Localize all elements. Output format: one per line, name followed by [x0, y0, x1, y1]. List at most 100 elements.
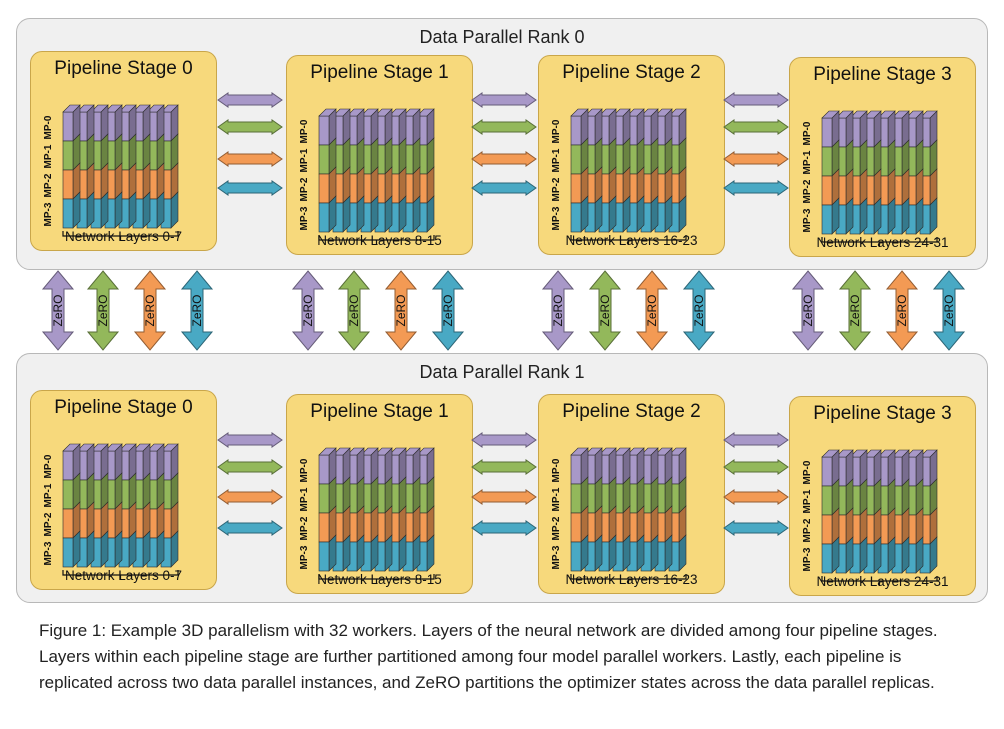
- zero-label: ZeRO: [301, 294, 315, 326]
- zero-label: ZeRO: [895, 294, 909, 326]
- network-layer: [640, 108, 659, 233]
- network-layer: [891, 110, 910, 235]
- network-layer: [374, 447, 393, 572]
- mp-label: MP-1: [551, 487, 562, 511]
- network-layer: [132, 104, 151, 229]
- layer-stack: MP-0MP-1MP-2MP-3: [299, 447, 435, 584]
- mp-label: MP-0: [43, 454, 54, 478]
- network-layer: [598, 447, 617, 572]
- network-layer: [626, 108, 645, 233]
- mp-label: MP-2: [551, 177, 562, 201]
- mp-label: MP-3: [299, 206, 310, 230]
- stage-title: Pipeline Stage 1: [310, 62, 449, 83]
- zero-label: ZeRO: [848, 294, 862, 326]
- network-layer: [905, 110, 924, 235]
- layer-stack: MP-0MP-1MP-2MP-3: [43, 104, 179, 241]
- network-layer: [132, 443, 151, 568]
- network-layer: [402, 108, 421, 233]
- mp-label: MP-3: [299, 545, 310, 569]
- pipeline-stage-1: Pipeline Stage 1 Network Layers 8-15 MP-…: [286, 394, 473, 594]
- network-layer: [76, 104, 95, 229]
- mp-label: MP-3: [43, 202, 54, 226]
- zero-label: ZeRO: [96, 294, 110, 326]
- mp-label: MP-2: [43, 512, 54, 536]
- rank-title: Data Parallel Rank 0: [419, 27, 585, 47]
- mp-label: MP-0: [802, 121, 813, 145]
- zero-arrow: ZeRO: [541, 270, 575, 351]
- network-layer: [104, 104, 123, 229]
- mp-label: MP-0: [43, 115, 54, 139]
- zero-arrow: ZeRO: [337, 270, 371, 351]
- data-parallel-rank-0: Data Parallel Rank 0 Pipeline Stage 0 Ne…: [16, 18, 988, 270]
- layer-bracket: [62, 570, 179, 580]
- network-layer: [346, 108, 365, 233]
- network-layer: [104, 443, 123, 568]
- network-layer: [388, 447, 407, 572]
- network-layer: [835, 449, 854, 574]
- network-layer: [118, 104, 137, 229]
- zero-label: ZeRO: [394, 294, 408, 326]
- zero-arrow: ZeRO: [133, 270, 167, 351]
- network-layer: [584, 108, 603, 233]
- pipeline-stage-2: Pipeline Stage 2 Network Layers 16-23 MP…: [538, 394, 725, 594]
- stage-title: Pipeline Stage 0: [54, 58, 193, 79]
- zero-label: ZeRO: [942, 294, 956, 326]
- pipeline-stage-3: Pipeline Stage 3 Network Layers 24-31 MP…: [789, 396, 976, 596]
- network-layer: [388, 108, 407, 233]
- mp-label: MP-1: [802, 489, 813, 513]
- layer-stack: MP-0MP-1MP-2MP-3: [802, 110, 938, 247]
- layer-bracket: [570, 235, 687, 245]
- zero-arrow: ZeRO: [431, 270, 465, 351]
- pipeline-stage-0: Pipeline Stage 0 Network Layers 0-7 MP-0…: [30, 51, 217, 251]
- network-layer: [360, 108, 379, 233]
- zero-label: ZeRO: [801, 294, 815, 326]
- mp-label: MP-0: [802, 460, 813, 484]
- zero-label: ZeRO: [190, 294, 204, 326]
- layer-stack: MP-0MP-1MP-2MP-3: [299, 108, 435, 245]
- network-layer: [346, 447, 365, 572]
- zero-arrow: ZeRO: [41, 270, 75, 351]
- mp-label: MP-2: [299, 177, 310, 201]
- network-layer: [360, 447, 379, 572]
- network-layer: [863, 449, 882, 574]
- network-layer: [640, 447, 659, 572]
- mp-label: MP-0: [299, 119, 310, 143]
- network-layer: [160, 104, 179, 229]
- zero-label: ZeRO: [51, 294, 65, 326]
- network-layer: [849, 110, 868, 235]
- mp-label: MP-3: [802, 547, 813, 571]
- zero-label: ZeRO: [441, 294, 455, 326]
- layer-stack: MP-0MP-1MP-2MP-3: [551, 447, 687, 584]
- network-layer: [891, 449, 910, 574]
- mp-label: MP-0: [551, 458, 562, 482]
- layer-bracket: [318, 574, 435, 584]
- network-layer: [668, 447, 687, 572]
- mp-label: MP-1: [551, 148, 562, 172]
- mp-label: MP-1: [802, 150, 813, 174]
- mp-label: MP-1: [43, 483, 54, 507]
- zero-label: ZeRO: [645, 294, 659, 326]
- layer-bracket: [821, 576, 938, 586]
- stage-title: Pipeline Stage 1: [310, 401, 449, 422]
- zero-label: ZeRO: [143, 294, 157, 326]
- network-layer: [654, 108, 673, 233]
- stage-title: Pipeline Stage 2: [562, 401, 701, 422]
- pipeline-stage-2: Pipeline Stage 2 Network Layers 16-23 MP…: [538, 55, 725, 255]
- mp-label: MP-2: [299, 516, 310, 540]
- network-layer: [919, 110, 938, 235]
- zero-arrow: ZeRO: [885, 270, 919, 351]
- pipeline-stage-3: Pipeline Stage 3 Network Layers 24-31 MP…: [789, 57, 976, 257]
- network-layer: [821, 449, 840, 574]
- mp-label: MP-2: [802, 518, 813, 542]
- network-layer: [863, 110, 882, 235]
- network-layer: [877, 110, 896, 235]
- network-layer: [76, 443, 95, 568]
- zero-arrow: ZeRO: [291, 270, 325, 351]
- mp-label: MP-1: [299, 148, 310, 172]
- network-layer: [318, 447, 337, 572]
- network-layer: [570, 108, 589, 233]
- mp-label: MP-3: [43, 541, 54, 565]
- layer-stack: MP-0MP-1MP-2MP-3: [551, 108, 687, 245]
- network-layer: [332, 108, 351, 233]
- stage-title: Pipeline Stage 2: [562, 62, 701, 83]
